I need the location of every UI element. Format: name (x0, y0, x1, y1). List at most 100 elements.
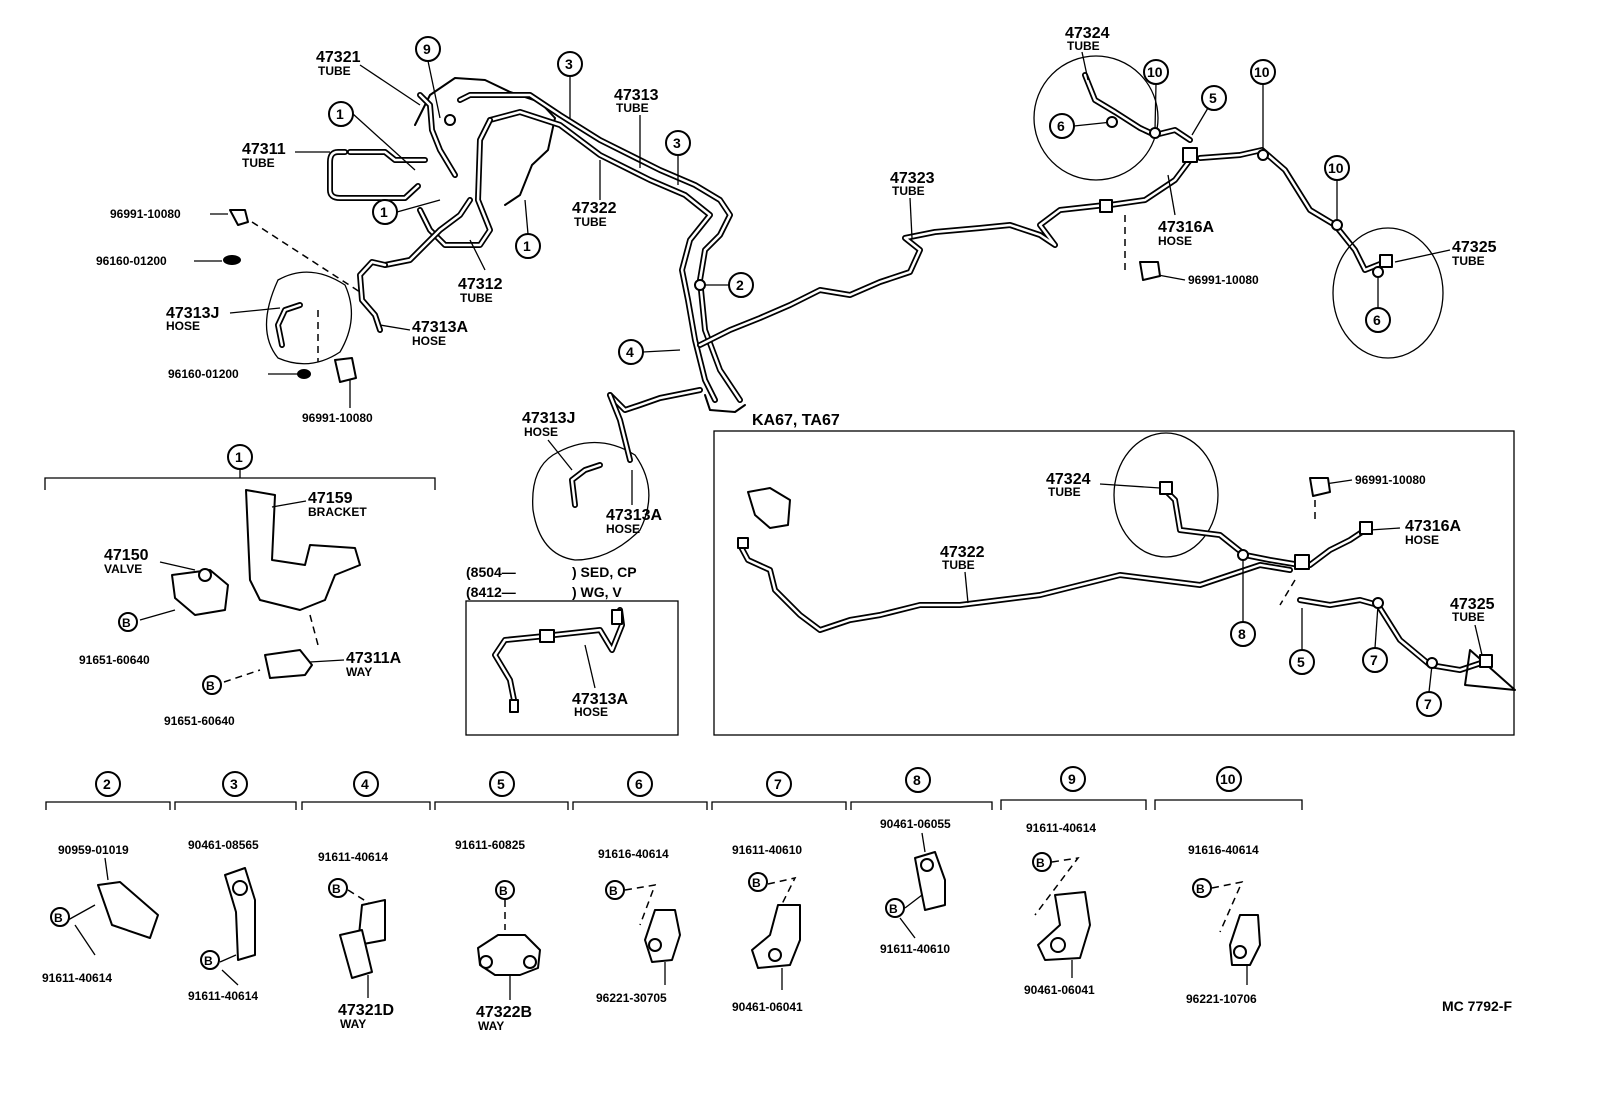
label-47150-type: VALVE (104, 562, 142, 576)
way-47321D-icon (339, 929, 373, 979)
label-91611-60825: 91611-60825 (455, 838, 525, 852)
label-47312-type: TUBE (460, 291, 493, 305)
svg-text:10: 10 (1254, 64, 1270, 80)
label-96991-10080-a: 96991-10080 (110, 207, 181, 221)
label-91611-40610-d8: 91611-40610 (880, 942, 950, 956)
svg-text:9: 9 (423, 41, 431, 57)
svg-text:10: 10 (1328, 160, 1344, 176)
label-47312: 47312 (458, 276, 503, 293)
variant-code-1: (8504— (466, 564, 516, 580)
svg-text:9: 9 (1068, 771, 1076, 787)
callout-4: 4 (618, 339, 644, 365)
svg-text:5: 5 (497, 776, 505, 792)
detail-1: 47159 BRACKET 47150 VALVE B 91651-60640 … (44, 470, 436, 728)
clamp-96221-30705-icon (644, 909, 681, 963)
callout-2: 2 (728, 272, 754, 298)
callout-10-detail: 10 (1216, 766, 1242, 792)
callout-circles: 1 1 1 9 3 3 2 4 10 6 5 10 10 6 1 8 5 7 7 (95, 36, 1442, 797)
label-47311A-type: WAY (346, 665, 372, 679)
label-96991-10080-b: 96991-10080 (302, 411, 373, 425)
details-2-to-10: 90959-01019 B 91611-40614 90461-08565 B … (42, 799, 1512, 1033)
svg-text:7: 7 (1424, 696, 1432, 712)
label-91611-40614-d4: 91611-40614 (318, 850, 388, 864)
svg-text:3: 3 (565, 56, 573, 72)
label-47322-b-type: TUBE (942, 558, 975, 572)
label-47150: 47150 (104, 547, 149, 564)
clip-icon (229, 209, 249, 226)
callout-1-b: 1 (372, 199, 398, 225)
label-91611-40610-d7: 91611-40610 (732, 843, 802, 857)
label-90461-06055: 90461-06055 (880, 817, 951, 831)
label-47321-type: TUBE (318, 64, 351, 78)
label-91616-40614-d10: 91616-40614 (1188, 843, 1259, 857)
svg-text:3: 3 (673, 135, 681, 151)
label-47316A-b: 47316A (1405, 518, 1461, 535)
label-47324-a-type: TUBE (1067, 39, 1100, 53)
svg-text:7: 7 (774, 776, 782, 792)
label-96160-01200-a: 96160-01200 (96, 254, 167, 268)
label-47325-b: 47325 (1450, 596, 1495, 613)
model-label: KA67, TA67 (752, 412, 840, 429)
svg-text:6: 6 (1373, 312, 1381, 328)
callout-2-detail: 2 (95, 771, 121, 797)
svg-text:8: 8 (1238, 626, 1246, 642)
label-91616-40614-d6: 91616-40614 (598, 847, 669, 861)
way-47311A-icon (264, 649, 313, 679)
label-47322-a: 47322 (572, 200, 617, 217)
label-47324-b-type: TUBE (1048, 485, 1081, 499)
clamp-96221-10706-icon (1229, 914, 1261, 966)
clamp-90959-icon (97, 881, 159, 939)
svg-text:1: 1 (336, 106, 344, 122)
svg-text:2: 2 (103, 776, 111, 792)
footer-code: MC 7792-F (1442, 998, 1512, 1014)
svg-text:5: 5 (1209, 90, 1217, 106)
svg-text:B: B (332, 882, 341, 896)
callout-5-detail: 5 (489, 771, 515, 797)
label-91611-40614-d9: 91611-40614 (1026, 821, 1096, 835)
label-47313A-b: 47313A (606, 507, 662, 524)
svg-text:3: 3 (230, 776, 238, 792)
label-47316A-a-type: HOSE (1158, 234, 1192, 248)
label-96221-10706: 96221-10706 (1186, 992, 1257, 1006)
svg-text:1: 1 (523, 238, 531, 254)
main-tube-routing (327, 72, 1388, 413)
label-91651-60640-a: 91651-60640 (79, 653, 150, 667)
label-90959-01019: 90959-01019 (58, 843, 129, 857)
label-47325-a: 47325 (1452, 239, 1497, 256)
label-47313A-c-type: HOSE (574, 705, 608, 719)
label-47313J-a: 47313J (166, 305, 219, 322)
label-47322B: 47322B (476, 1004, 532, 1021)
svg-text:7: 7 (1370, 652, 1378, 668)
callout-4-detail: 4 (353, 771, 379, 797)
svg-text:B: B (204, 954, 213, 968)
label-91611-40614-d3: 91611-40614 (188, 989, 258, 1003)
label-90461-08565: 90461-08565 (188, 838, 259, 852)
svg-text:B: B (499, 884, 508, 898)
svg-text:B: B (54, 911, 63, 925)
callout-7-b: 7 (1416, 691, 1442, 717)
callout-3-detail: 3 (222, 771, 248, 797)
label-96991-10080-d: 96991-10080 (1355, 473, 1426, 487)
label-90461-06041-d7: 90461-06041 (732, 1000, 803, 1014)
callout-7-detail: 7 (766, 771, 792, 797)
callout-5-a: 5 (1201, 85, 1227, 111)
label-96221-30705: 96221-30705 (596, 991, 667, 1005)
wheel-drums (265, 55, 1444, 561)
callout-6-a: 6 (1049, 113, 1075, 139)
callout-10-a: 10 (1143, 59, 1169, 85)
callout-5-b: 5 (1289, 649, 1315, 675)
label-47322B-type: WAY (478, 1019, 504, 1033)
label-47313J-a-type: HOSE (166, 319, 200, 333)
clamp-90461-06041-a-icon (751, 904, 801, 969)
fitting-nodes (444, 114, 1493, 713)
svg-text:B: B (889, 902, 898, 916)
svg-text:B: B (122, 616, 131, 630)
variant-text-1: ) SED, CP (572, 564, 637, 580)
callout-7-a: 7 (1362, 647, 1388, 673)
label-47313-type: TUBE (616, 101, 649, 115)
label-47325-b-type: TUBE (1452, 610, 1485, 624)
callout-3-a: 3 (557, 51, 583, 77)
svg-text:B: B (206, 679, 215, 693)
label-47313J-b: 47313J (522, 410, 575, 427)
callout-1-detail: 1 (227, 444, 253, 470)
